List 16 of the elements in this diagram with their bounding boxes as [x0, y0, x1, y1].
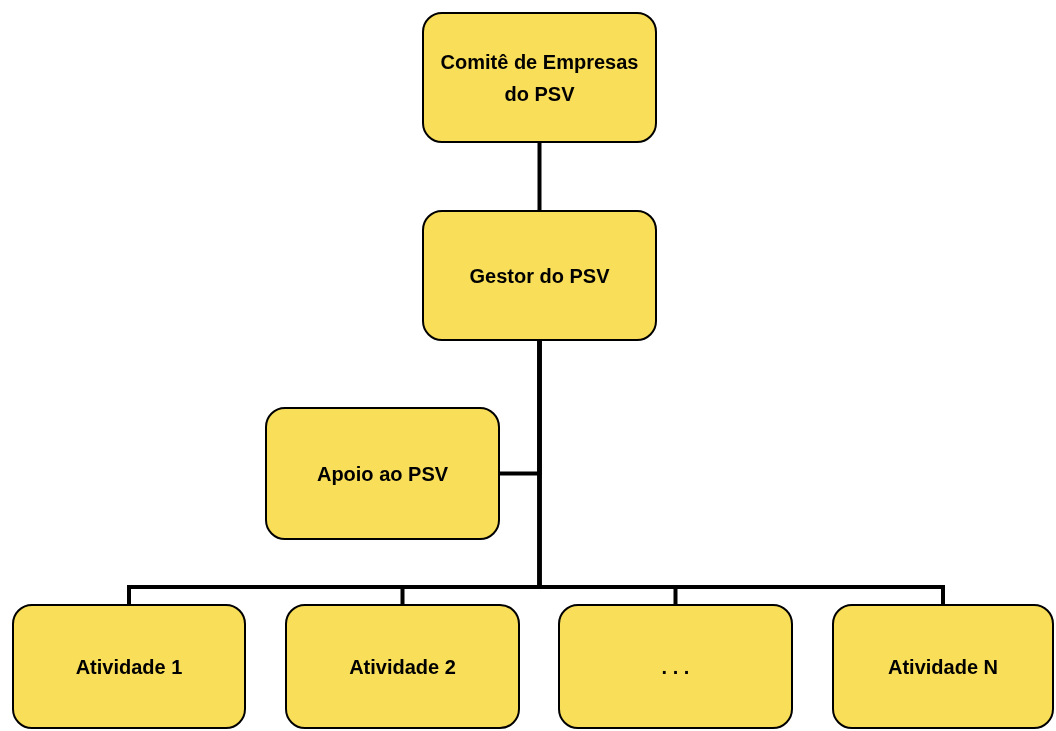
org-box: [422, 12, 657, 143]
box-label: Apoio ao PSV: [316, 461, 449, 487]
box-label: Atividade 2: [349, 654, 456, 680]
org-box: [832, 604, 1054, 729]
box-label: Atividade 1: [75, 654, 183, 680]
org-box: [265, 407, 500, 540]
box-label: Comitê de Empresas do PSV: [439, 49, 640, 107]
connector-line: [537, 143, 542, 210]
box-label: . . .: [661, 654, 690, 680]
org-box: [12, 604, 246, 729]
connector-line: [537, 341, 945, 604]
org-box: [285, 604, 520, 729]
box-label: Atividade N: [888, 654, 998, 680]
box-label: Gestor do PSV: [469, 263, 610, 289]
org-box: [422, 210, 657, 341]
org-box: [558, 604, 793, 729]
